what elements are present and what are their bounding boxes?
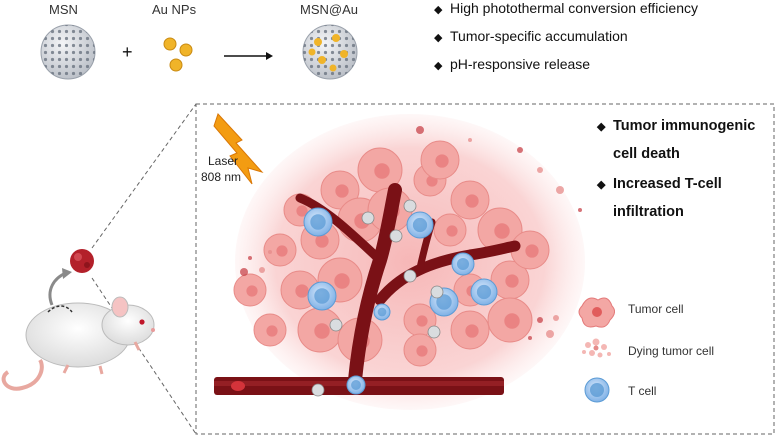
tumor-cell xyxy=(263,233,297,267)
legend-tumor-cell: Tumor cell xyxy=(628,302,684,316)
arrow-right-icon xyxy=(224,52,273,60)
dying-cell-debris xyxy=(240,126,582,340)
tumor-cell xyxy=(420,140,460,180)
zoom-line-bottom xyxy=(91,277,197,435)
msn-au-nanoparticle xyxy=(427,325,441,339)
mouse-illustration xyxy=(1,296,155,391)
tumor-cell xyxy=(510,230,550,270)
tumor-cell xyxy=(320,170,360,210)
tumor-cell xyxy=(403,333,437,367)
bullet-diamond-icon: ◆ xyxy=(434,60,443,72)
plus-sign: + xyxy=(122,42,133,62)
outcome-item: ◆ Tumor immunogenic xyxy=(597,118,755,134)
debris-fragment xyxy=(416,126,424,134)
debris-fragment xyxy=(268,250,272,254)
dying-tumor-cell-icon xyxy=(582,338,611,358)
arrow-head-icon xyxy=(62,268,72,279)
feature-item: ◆ Tumor-specific accumulation xyxy=(434,28,628,44)
outcome-item: ◆ Increased T-cell xyxy=(597,176,722,192)
debris-fragment xyxy=(537,317,543,323)
t-cell xyxy=(470,278,498,306)
msn-au-nanoparticle xyxy=(430,285,444,299)
msn-au-nanoparticle xyxy=(311,383,325,397)
debris-fragment xyxy=(537,167,543,173)
t-cell xyxy=(373,303,391,321)
msn-au-nanoparticle xyxy=(403,199,417,213)
outcome-text-cont: cell death xyxy=(613,146,680,162)
feature-item: ◆ High photothermal conversion efficiency xyxy=(434,0,698,16)
feature-text: Tumor-specific accumulation xyxy=(450,28,628,44)
debris-fragment xyxy=(468,138,472,142)
t-cell xyxy=(451,252,475,276)
bullet-diamond-icon: ◆ xyxy=(597,179,606,191)
tumor-cell xyxy=(477,207,523,253)
tumor-cell xyxy=(233,273,267,307)
msn-au-particle xyxy=(302,24,358,80)
debris-fragment xyxy=(259,267,265,273)
debris-fragment xyxy=(240,268,248,276)
excised-tumor xyxy=(70,249,94,273)
debris-fragment xyxy=(553,315,559,321)
tumor-cell-icon xyxy=(578,297,616,328)
t-cell-icon xyxy=(584,377,610,403)
t-cell xyxy=(303,207,333,237)
debris-fragment xyxy=(546,330,554,338)
debris-fragment xyxy=(578,208,582,212)
t-cell xyxy=(307,281,337,311)
t-cells xyxy=(303,207,498,395)
debris-fragment xyxy=(556,186,564,194)
tumor-cell xyxy=(450,310,490,350)
debris-fragment xyxy=(517,147,523,153)
feature-text: High photothermal conversion efficiency xyxy=(450,0,698,16)
msn-au-nanoparticle xyxy=(361,211,375,225)
au-nanoparticles xyxy=(163,37,193,72)
bullet-diamond-icon: ◆ xyxy=(434,32,443,44)
tumor-cell xyxy=(450,180,490,220)
feature-text: pH-responsive release xyxy=(450,56,591,72)
bullet-diamond-icon: ◆ xyxy=(434,4,443,16)
outcome-text: Tumor immunogenic xyxy=(613,118,756,134)
debris-fragment xyxy=(528,336,532,340)
outcome-text-cont: infiltration xyxy=(613,204,684,220)
t-cell xyxy=(406,211,434,239)
zoom-line-top xyxy=(91,103,197,249)
tumor-cell xyxy=(433,213,467,247)
outcome-text: Increased T-cell xyxy=(613,176,722,192)
tumor-cell xyxy=(487,297,533,343)
bullet-diamond-icon: ◆ xyxy=(597,121,606,133)
tumor-cell xyxy=(253,313,287,347)
msn-label: MSN xyxy=(49,2,78,17)
msn-au-nanoparticle xyxy=(389,229,403,243)
tumor-cell xyxy=(297,307,343,353)
laser-bolt-icon xyxy=(213,113,264,185)
au-nps-label: Au NPs xyxy=(152,2,197,17)
inset-frame xyxy=(195,103,775,435)
t-cell xyxy=(346,375,366,395)
legend-dying-tumor-cell: Dying tumor cell xyxy=(628,344,715,358)
debris-fragment xyxy=(248,256,252,260)
msn-au-nanoparticle xyxy=(403,269,417,283)
nanoparticles-in-tumor xyxy=(311,199,444,397)
msn-au-label: MSN@Au xyxy=(300,2,358,17)
laser-label: Laser xyxy=(208,154,239,168)
laser-wavelength: 808 nm xyxy=(201,170,242,184)
feature-item: ◆ pH-responsive release xyxy=(434,56,590,72)
msn-au-nanoparticle xyxy=(329,318,343,332)
msn-particle xyxy=(40,24,96,80)
legend-t-cell: T cell xyxy=(628,384,657,398)
